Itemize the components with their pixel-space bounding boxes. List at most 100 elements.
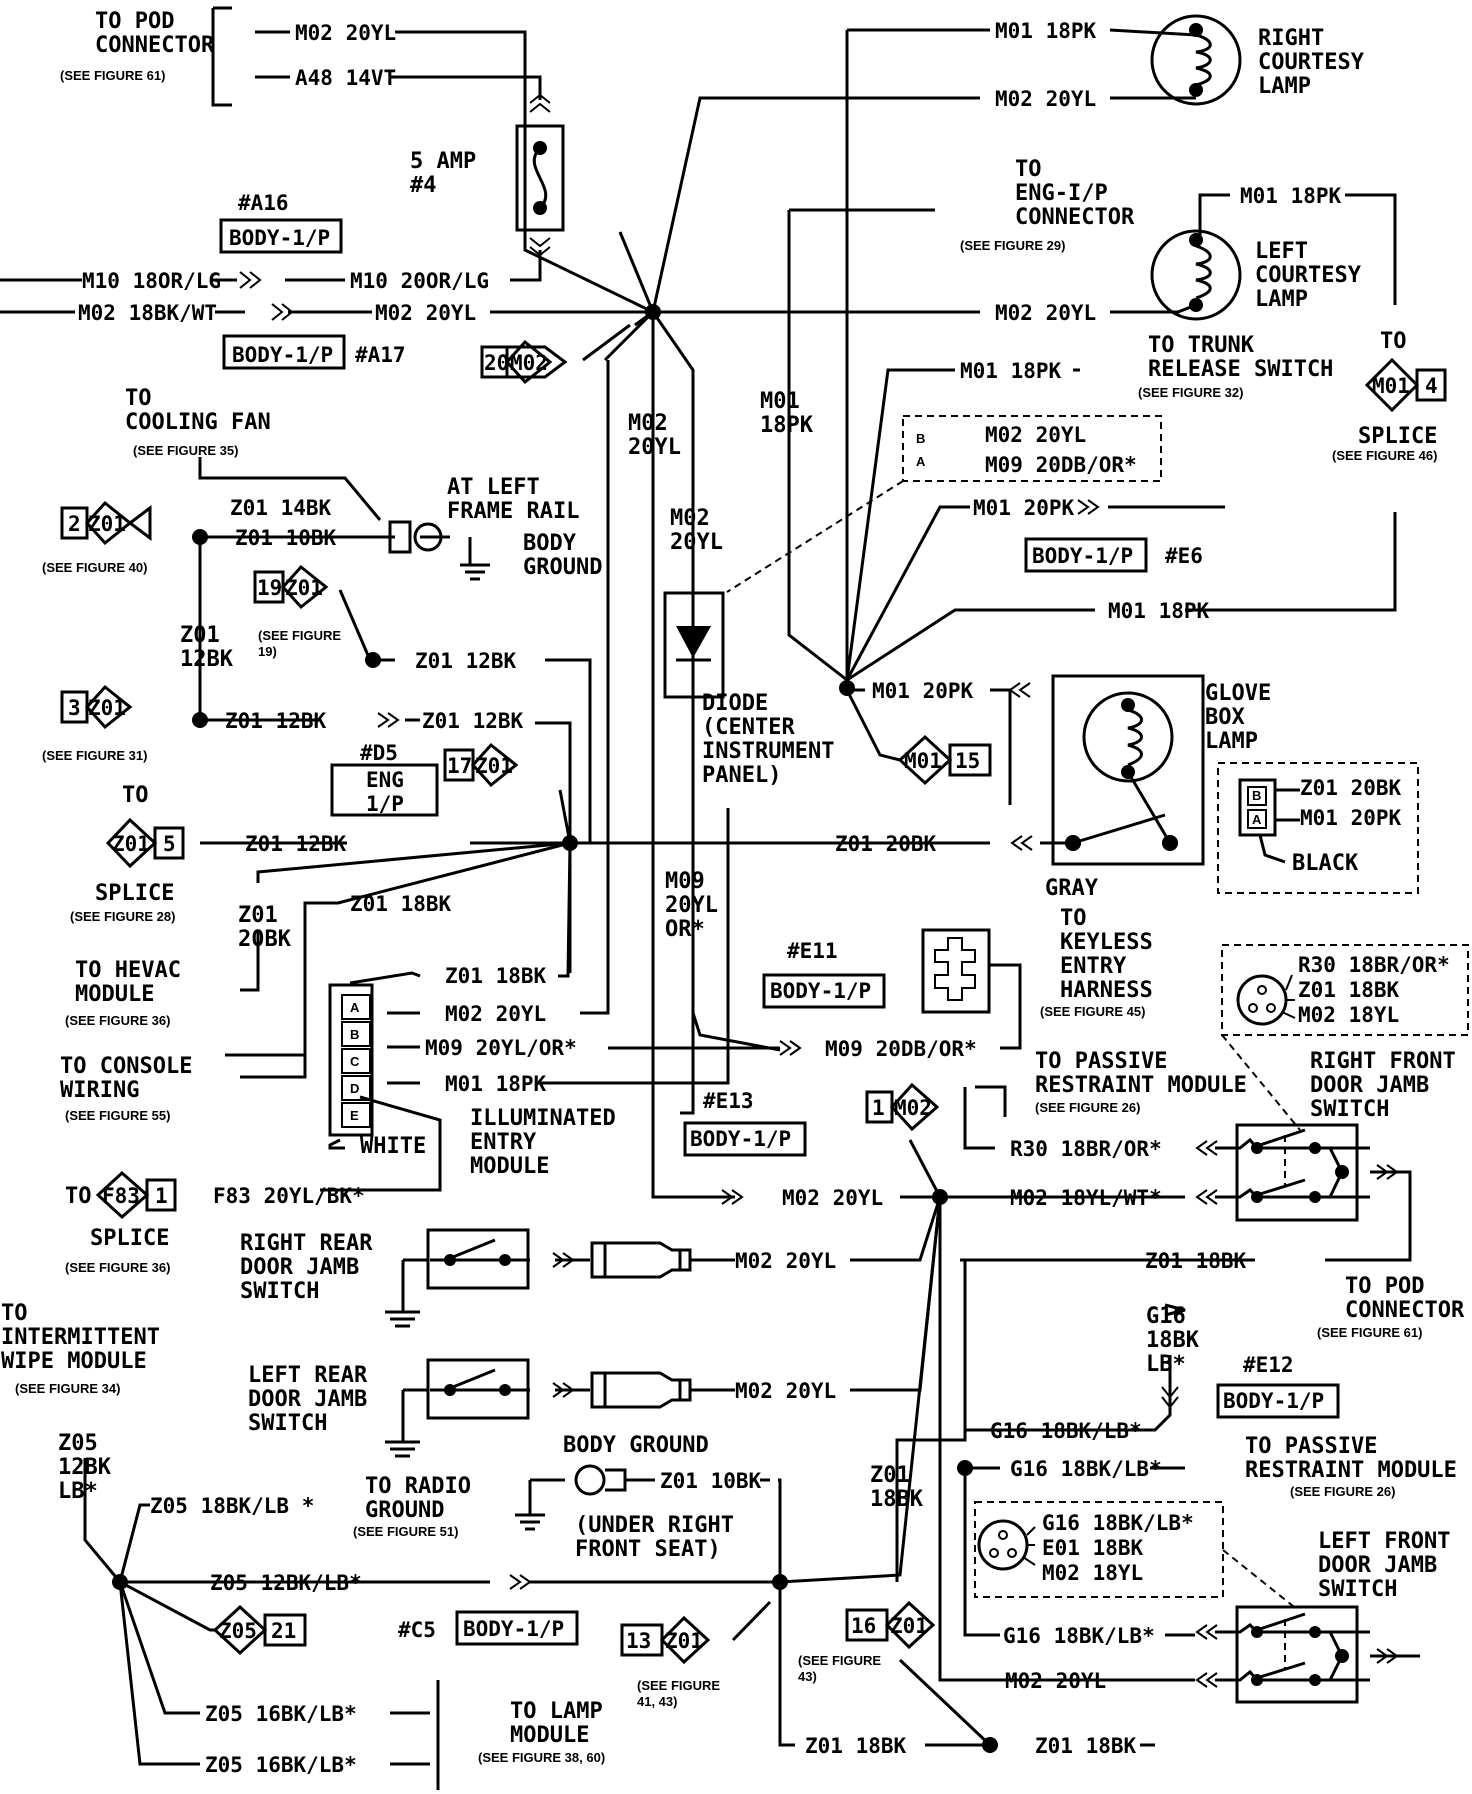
label: F83 20YL/BK* [213, 1184, 365, 1208]
pin-label: C [350, 1054, 360, 1069]
label: Z01 18BK [1035, 1734, 1137, 1758]
pin-label: A [350, 1000, 360, 1015]
label: SPLICE [95, 881, 174, 906]
label: Z05 18BK/LB * [150, 1494, 314, 1518]
label: GRAY [1045, 876, 1099, 901]
ground-symbols [385, 520, 627, 1531]
label: M02 20YL [782, 1186, 883, 1210]
splice-tag-num: 15 [955, 749, 980, 773]
label: (SEE FIGURE 61) [1317, 1325, 1422, 1340]
label: (SEE FIGURE 34) [15, 1381, 120, 1396]
splice-dot [932, 1189, 948, 1205]
splice-dot [562, 835, 578, 851]
label: M10 20OR/LG [350, 269, 489, 293]
label: M01 18PK [995, 19, 1097, 43]
label: M01 20PK [973, 496, 1075, 520]
label: M02 18YL/WT* [1010, 1186, 1162, 1210]
right-front-door-switch [1235, 1123, 1359, 1222]
label: Z01 12BK [225, 709, 327, 733]
label: (SEE FIGURE 35) [133, 443, 238, 458]
diode [663, 591, 725, 699]
splice-tag-num: 16 [851, 1614, 876, 1638]
label: Z05 16BK/LB* [205, 1702, 357, 1726]
pin-label: A [1252, 812, 1262, 827]
label: BODY-1/P [229, 226, 330, 250]
label: #E6 [1165, 544, 1203, 568]
label: M10 18OR/LG [82, 269, 221, 293]
splice-tag-num: 1 [872, 1096, 885, 1120]
label: M09 20DB/OR* [985, 453, 1137, 477]
label: BLACK [1292, 851, 1359, 876]
label: M09 20DB/OR* [825, 1037, 977, 1061]
pin-label: B [916, 431, 925, 446]
label: (SEE FIGURE 28) [70, 909, 175, 924]
splice-dot [839, 680, 855, 696]
body-connectors [219, 218, 1340, 1646]
label: R30 18BR/OR* [1298, 953, 1450, 977]
label: BODY-1/P [232, 343, 333, 367]
splice-dot [192, 712, 208, 728]
label: Z01 18BK [350, 892, 452, 916]
label: (SEE FIGURE 36) [65, 1013, 170, 1028]
splice-tag-num: 13 [626, 1629, 651, 1653]
label: Z01 18BK [1145, 1249, 1247, 1273]
label: TO [122, 783, 149, 808]
label: BODY-1/P [1032, 544, 1133, 568]
label: BODY-1/P [463, 1617, 564, 1641]
label: BODY-1/P [690, 1127, 791, 1151]
label: #A16 [238, 191, 289, 215]
label: (SEE FIGURE 32) [1138, 385, 1243, 400]
rear-door-plugs [590, 1241, 692, 1409]
label: #E12 [1243, 1353, 1294, 1377]
splice-tag-num: 3 [68, 696, 81, 720]
label: M01 18PK [1240, 184, 1342, 208]
wires [0, 6, 1420, 1790]
glove-box-connector [1238, 778, 1300, 864]
pin-label: A [916, 454, 926, 469]
label: (SEE FIGURE 40) [42, 560, 147, 575]
splice-tag-code: Z01 [890, 1614, 928, 1638]
pin-label: E [350, 1108, 359, 1123]
label: #E11 [787, 939, 838, 963]
label: TO [65, 1184, 92, 1209]
label: (SEE FIGURE 46) [1332, 448, 1437, 463]
splice-tag-num: 20 [484, 351, 509, 375]
left-front-door-switch [1235, 1605, 1359, 1704]
splice-tag-code: M02 [510, 351, 548, 375]
splice-tag-code: F83 [102, 1184, 140, 1208]
label: M09 20YL/OR* [425, 1036, 577, 1060]
splice-tag-num: 1 [155, 1184, 168, 1208]
label: R30 18BR/OR* [1010, 1137, 1162, 1161]
label: #D5 [360, 741, 398, 765]
pin-label: B [1252, 788, 1261, 803]
splice-points [112, 304, 1178, 1753]
splice-tag-code: M01 [1372, 374, 1410, 398]
label: WHITE [360, 1134, 426, 1159]
label: M02 20YL [735, 1249, 836, 1273]
label: Z01 12BK [245, 832, 347, 856]
label: (SEE FIGURE 51) [353, 1524, 458, 1539]
label: M02 20YL [985, 423, 1086, 447]
label: Z01 18BK [1298, 978, 1400, 1002]
label: (SEE FIGURE 26) [1035, 1100, 1140, 1115]
illuminated-entry-connector [328, 983, 374, 1150]
label: M02 18YL [1298, 1003, 1399, 1027]
